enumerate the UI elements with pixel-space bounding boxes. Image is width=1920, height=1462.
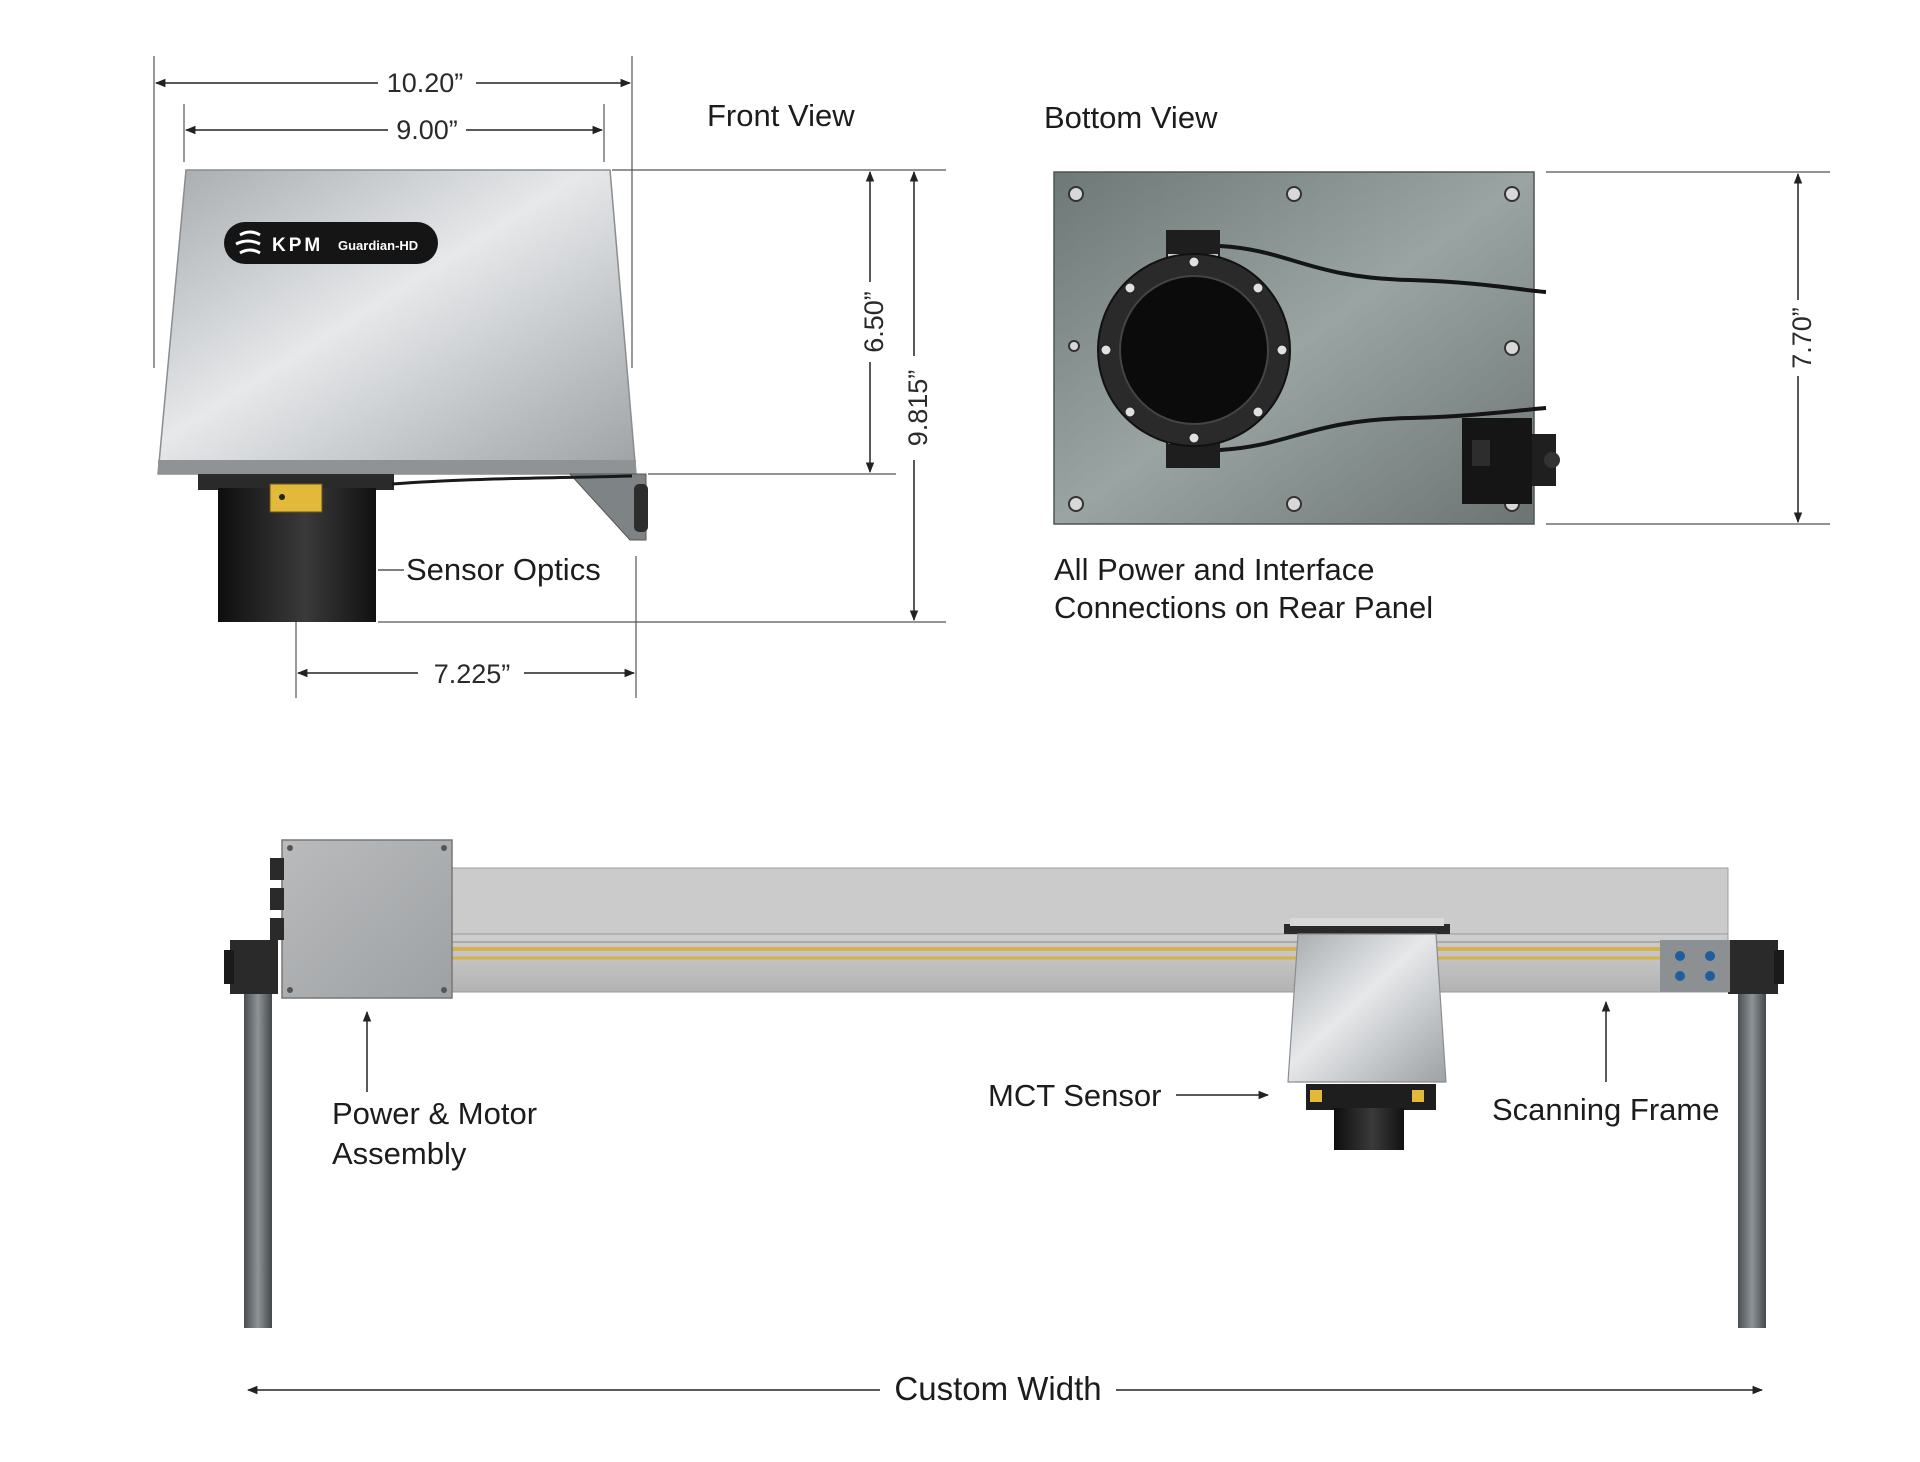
sensor-housing [157, 169, 637, 475]
dim-body-height: 6.50” [859, 291, 889, 353]
dim-overall-width: 10.20” [387, 68, 464, 98]
frame-leg-left [244, 982, 272, 1328]
mct-sensor-housing [1287, 933, 1447, 1083]
mct-sensor-optics [1334, 1108, 1404, 1150]
power-motor-box [281, 839, 453, 999]
power-motor-label-line1: Power & Motor [332, 1096, 537, 1131]
front-view-title: Front View [707, 98, 855, 133]
scanning-frame-label: Scanning Frame [1492, 1092, 1719, 1127]
brand-badge [224, 222, 438, 264]
brand-logo-text: KPM [272, 235, 323, 256]
dim-bottom-depth: 7.70” [1787, 307, 1817, 369]
frame-beam [449, 867, 1729, 937]
lens-aperture [1119, 275, 1269, 425]
mct-sensor-label: MCT Sensor [988, 1078, 1161, 1113]
dim-body-width: 9.00” [396, 115, 458, 145]
dim-overall-height: 9.815” [903, 370, 933, 447]
brand-model-text: Guardian-HD [338, 238, 418, 253]
dim-optics-offset: 7.225” [434, 659, 511, 689]
scanning-frame-view: Power & Motor Assembly MCT Sensor Scanni… [224, 839, 1784, 1407]
frame-leg-right [1738, 982, 1766, 1328]
custom-width-label: Custom Width [894, 1370, 1101, 1407]
sensor-optics-label: Sensor Optics [406, 552, 601, 587]
rear-bracket [568, 473, 647, 541]
rear-panel-label-line1: All Power and Interface [1054, 552, 1375, 587]
bottom-view-title: Bottom View [1044, 100, 1218, 135]
power-motor-label-line2: Assembly [332, 1136, 467, 1171]
rear-panel-label-line2: Connections on Rear Panel [1054, 590, 1433, 625]
bottom-view: Bottom View [1044, 100, 1830, 625]
yellow-clamp [269, 483, 323, 513]
kpm-logo-icon [235, 230, 261, 255]
front-view: 10.20” 9.00” Front View KPM Guardian-HD [153, 56, 946, 698]
